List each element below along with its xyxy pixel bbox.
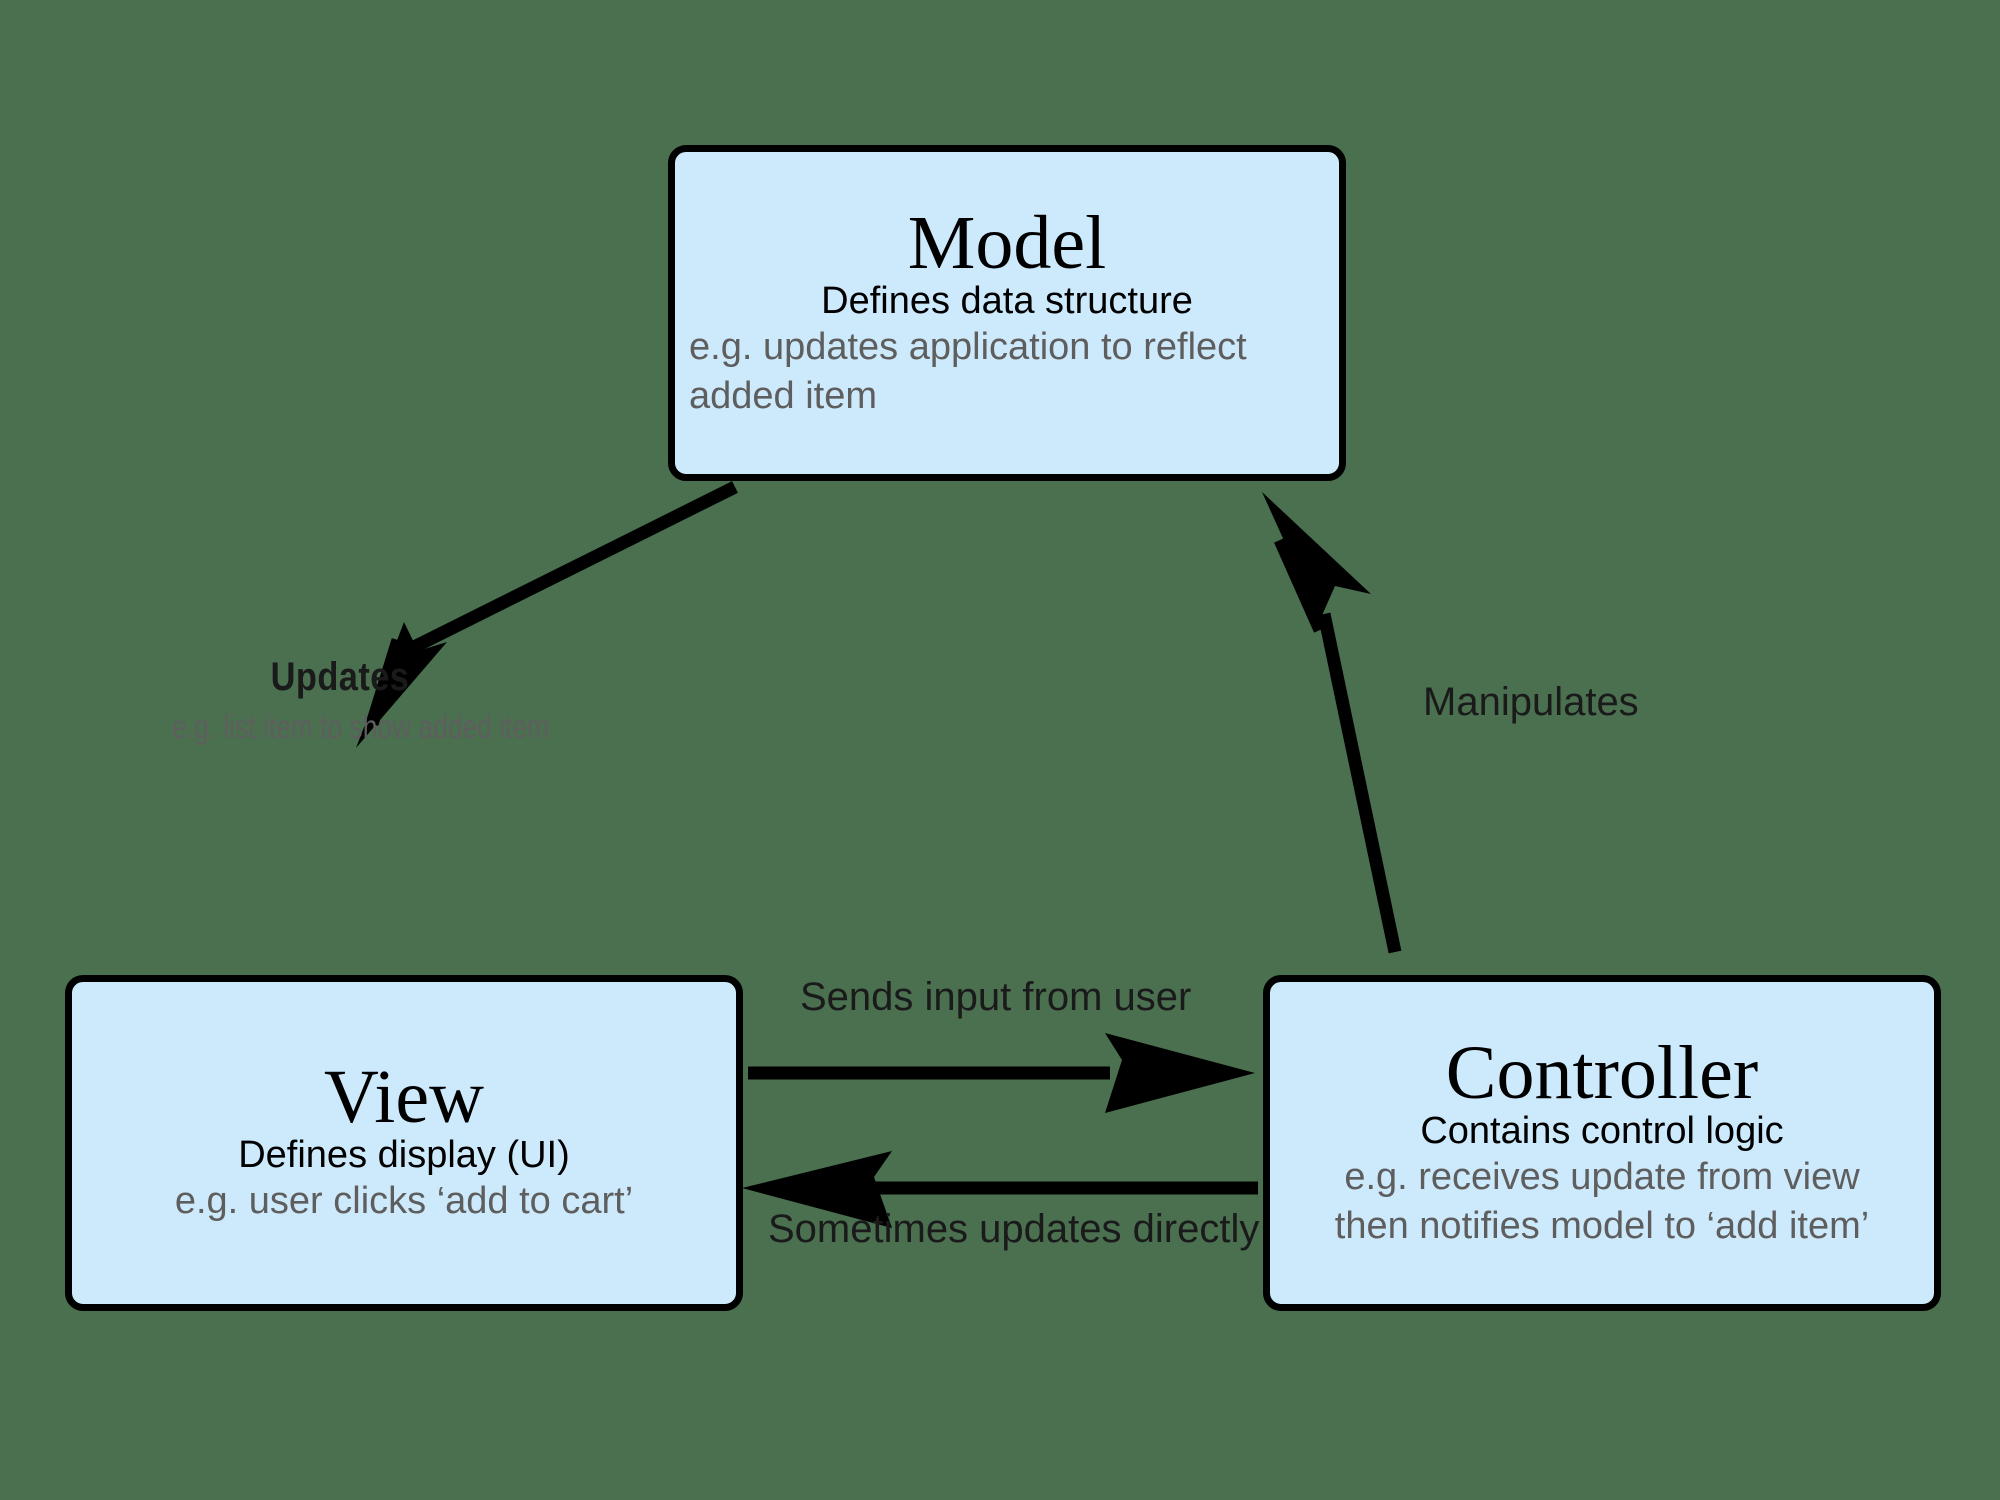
edge-label-updates-text: Updates <box>270 655 410 699</box>
edge-label-updates: Updates e.g. list item to show added ite… <box>130 655 550 746</box>
node-controller-subtitle: Contains control logic <box>1420 1110 1784 1153</box>
node-model[interactable]: Model Defines data structure e.g. update… <box>668 145 1346 481</box>
node-model-subtitle: Defines data structure <box>821 280 1193 323</box>
node-view[interactable]: View Defines display (UI) e.g. user clic… <box>65 975 743 1311</box>
edge-view-to-controller <box>748 1033 1255 1113</box>
node-model-title: Model <box>907 200 1107 285</box>
edge-label-updates-example: e.g. list item to show added item <box>172 708 550 745</box>
edge-label-sometimes-updates-text: Sometimes updates directly <box>768 1207 1260 1251</box>
arrowhead-controller-to-view <box>742 1151 892 1228</box>
edge-label-manipulates-text: Manipulates <box>1423 680 1639 724</box>
edge-label-sends-input-text: Sends input from user <box>800 975 1192 1019</box>
node-controller[interactable]: Controller Contains control logic e.g. r… <box>1263 975 1941 1311</box>
edge-controller-to-model <box>1262 492 1402 954</box>
arrowhead-view-to-controller <box>1105 1033 1255 1113</box>
node-view-example: e.g. user clicks ‘add to cart’ <box>174 1180 634 1223</box>
node-view-subtitle: Defines display (UI) <box>238 1134 570 1177</box>
node-controller-title: Controller <box>1445 1030 1759 1115</box>
edge-label-sends-input: Sends input from user <box>800 975 1191 1020</box>
edge-label-sometimes-updates: Sometimes updates directly <box>768 1207 1259 1252</box>
node-controller-example: e.g. receives update from view then noti… <box>1334 1156 1870 1247</box>
node-view-title: View <box>323 1055 485 1139</box>
edge-controller-to-view <box>742 1151 1258 1228</box>
node-model-example: e.g. updates application to reflect adde… <box>689 326 1247 417</box>
edge-label-manipulates: Manipulates <box>1423 680 1639 725</box>
edge-model-to-view <box>356 481 738 748</box>
arrowhead-controller-to-model <box>1262 492 1371 620</box>
